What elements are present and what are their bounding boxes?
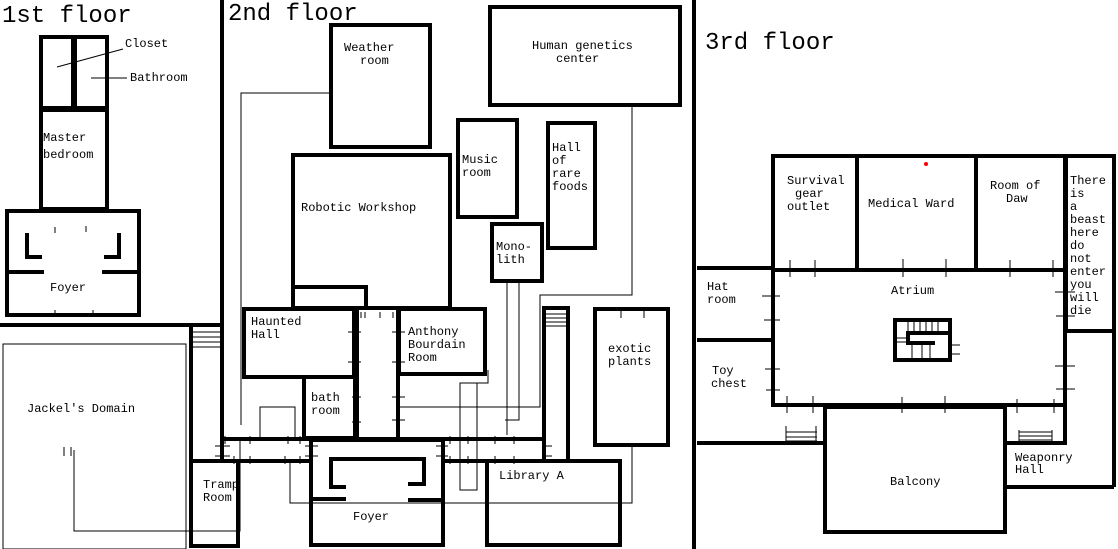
survival-gear-label: gear [795,187,824,201]
first-floor-title: 1st floor [2,3,132,30]
rare-foods-label: rare [552,167,581,181]
library-a-label: Library A [499,469,565,483]
atrium-label: Atrium [891,284,934,298]
toy-chest-label: Toy [712,364,734,378]
hall-of-rare-foods [546,121,597,250]
medical-ward-label: Medical Ward [868,197,954,211]
beast-line: not [1070,252,1092,266]
haunted-hall-label: Hall [251,328,280,342]
anthony-bourdain-room [397,307,487,376]
robotic-workshop-label: Robotic Workshop [301,201,416,215]
room-of-daw-label: Daw [1006,192,1028,206]
exotic-plants [593,307,670,447]
haunted-hall-label: Haunted [251,315,301,329]
tramp-room-label: Tramp [203,478,239,492]
rare-foods-label: foods [552,180,588,194]
beast-line: is [1070,187,1084,201]
toy-chest-label: chest [711,377,747,391]
weaponry-hall-label: Weaponry [1015,451,1073,465]
bourdain-label: Bourdain [408,338,466,352]
monolith-label: Mono- [496,240,532,254]
weather-room-label: Weather [344,41,394,55]
beast-line: There [1070,174,1106,188]
exotic-plants-label: exotic [608,342,651,356]
atrium-staircase [893,318,960,362]
rare-foods-label: of [552,154,566,168]
master-bedroom-label: Master [43,131,86,145]
weather-room [329,23,432,149]
weaponry-hall-label: Hall [1015,463,1044,477]
monolith-label: lith [496,253,525,267]
monolith [490,222,544,283]
music-room-label: Music [462,153,498,167]
tramp-room [189,459,240,548]
exotic-plants-label: plants [608,355,651,369]
music-room-label: room [462,166,491,180]
foyer-1st [5,209,141,317]
foyer-1st-label: Foyer [50,281,86,295]
tramp-room-label: Room [203,491,232,505]
bourdain-label: Room [408,351,437,365]
bourdain-label: Anthony [408,325,458,339]
closet-label: Closet [125,37,168,51]
red-marker-dot [924,162,928,166]
hat-room-label: room [707,293,736,307]
beast-line: die [1070,304,1092,318]
survival-gear-label: outlet [787,200,830,214]
music-room [456,118,519,219]
library-a [485,459,622,547]
room-of-daw-label: Room of [990,179,1040,193]
foyer-2nd [309,438,445,547]
bathroom-label: Bathroom [130,71,188,85]
beast-room [1064,154,1116,333]
beast-line: you [1070,278,1092,292]
third-floor-title: 3rd floor [705,30,835,57]
beast-line: do [1070,239,1084,253]
jackels-domain [2,343,187,549]
human-genetics-label: center [556,52,599,66]
hat-room-label: Hat [707,280,729,294]
beast-line: will [1070,291,1099,305]
human-genetics-center [488,5,682,107]
first-floor: 1st floor Closet Bathroom Master bedroom… [2,3,241,549]
beast-warning-label: There is a beast here do not enter you w… [1070,174,1106,318]
human-genetics-label: Human genetics [532,39,633,53]
haunted-hall [242,307,356,379]
survival-gear-label: Survival [787,174,845,188]
floor-dividers [0,0,696,549]
jackels-domain-label: Jackel's Domain [27,402,135,416]
master-bedroom-label: bedroom [43,148,93,162]
beast-line: here [1070,226,1099,240]
weather-room-label: room [360,54,389,68]
third-floor: 3rd floor Survival gear outlet Medical W… [697,30,1116,534]
rare-foods-label: Hall [552,141,581,155]
beast-line: beast [1070,213,1106,227]
balcony-label: Balcony [890,475,940,489]
stairwell [542,306,570,463]
bath-room-label: bath [311,391,340,405]
bath-room-label: room [311,404,340,418]
beast-line: enter [1070,265,1106,279]
robotic-workshop [291,153,452,310]
balcony [823,405,1007,534]
beast-line: a [1070,200,1077,214]
second-floor: 2nd floor Weather room Human genetics ce… [215,1,682,547]
foyer-2nd-label: Foyer [353,510,389,524]
